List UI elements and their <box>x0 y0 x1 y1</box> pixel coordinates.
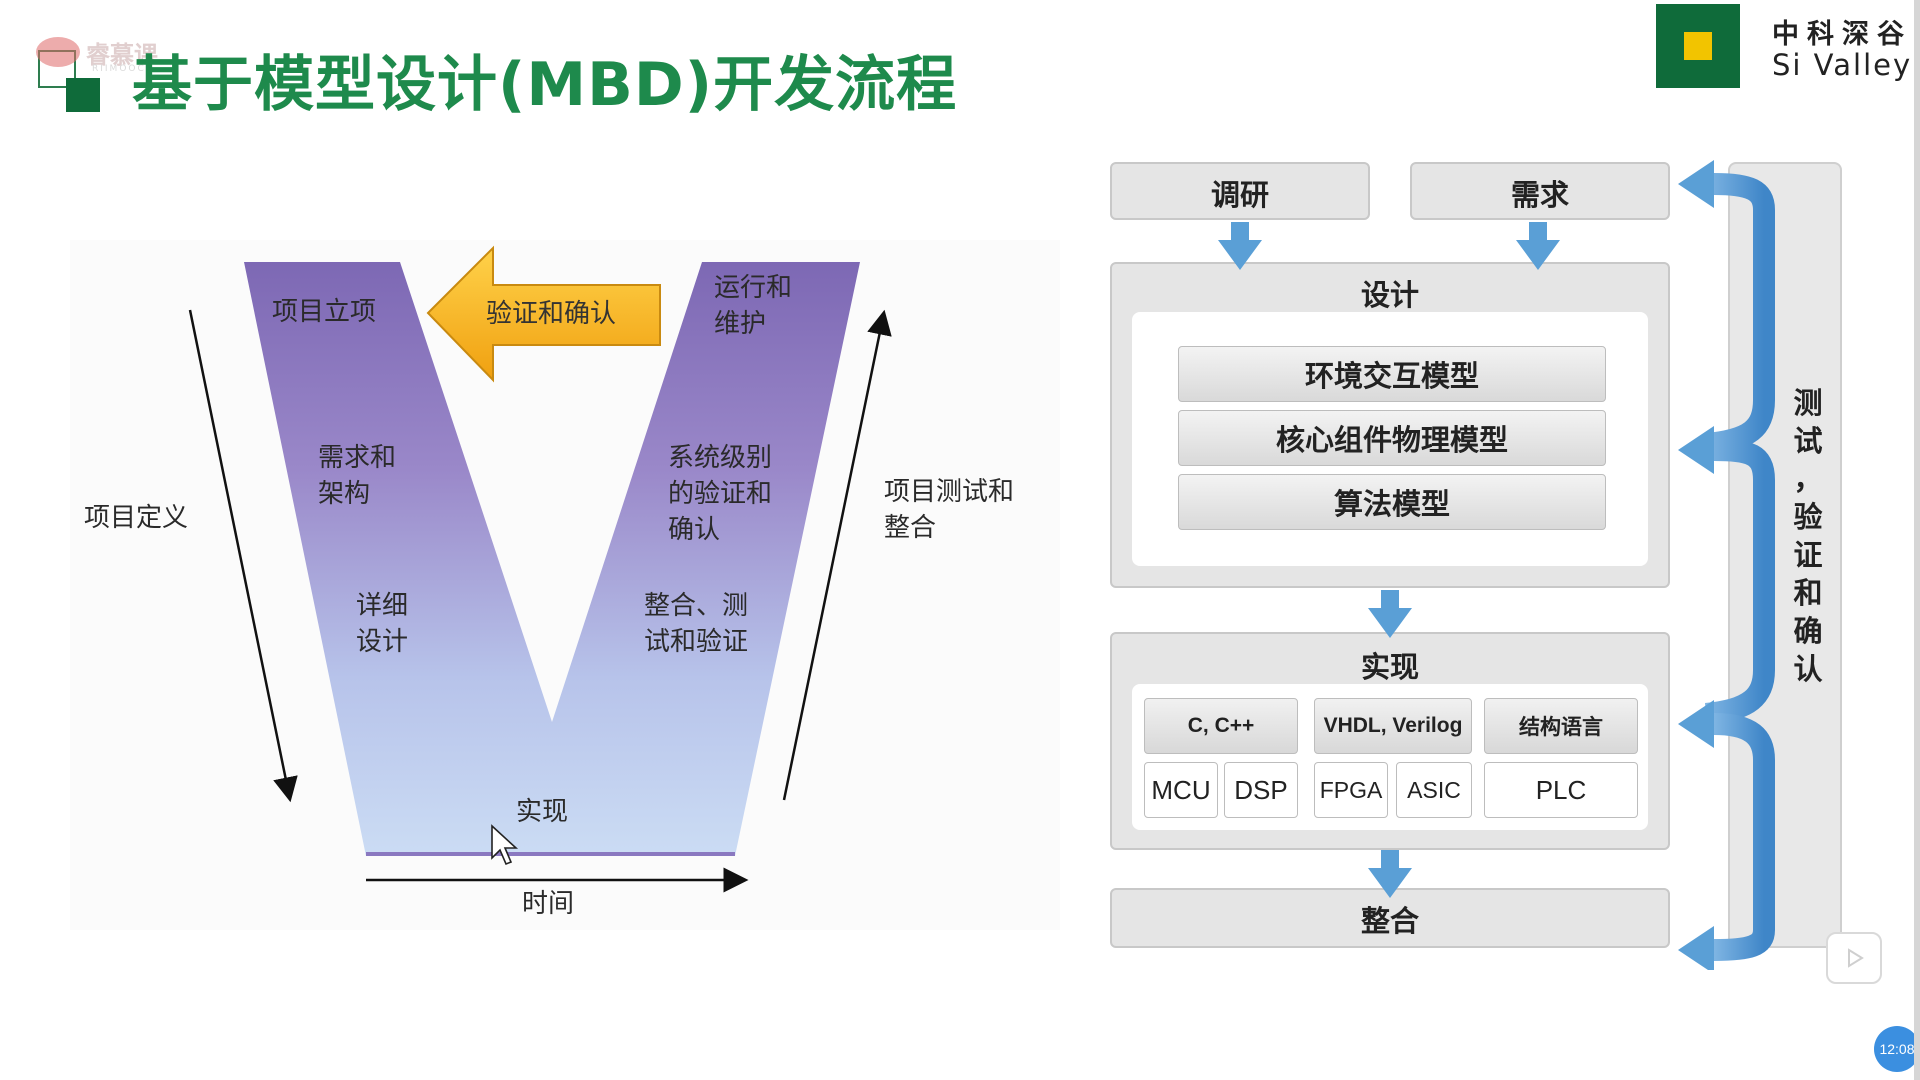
axis-right-label: 项目测试和 整合 <box>884 474 1014 546</box>
play-button[interactable] <box>1826 932 1882 984</box>
stage-implementation: 实现 <box>516 797 569 827</box>
arrow-left-icon <box>1678 160 1714 208</box>
hw-dsp: DSP <box>1224 762 1298 818</box>
research-box <box>1110 162 1370 220</box>
stage-line: 维护 <box>714 309 767 339</box>
hw-mcu: MCU <box>1144 762 1218 818</box>
side-label-char: 测 <box>1793 386 1823 420</box>
stage-line: 系统级别 <box>668 443 773 473</box>
integration-label: 整合 <box>1360 904 1419 938</box>
research-label: 调研 <box>1210 178 1269 212</box>
hw-asic: ASIC <box>1396 762 1472 818</box>
stage-system-verification: 系统级别 的验证和 确认 <box>668 440 772 548</box>
feedback-curve <box>1704 173 1775 455</box>
stage-line: 运行和 <box>714 273 793 303</box>
axis-left-label: 项目定义 <box>84 503 189 533</box>
stage-line: 需求和 <box>318 443 397 473</box>
logo-block <box>1656 32 1684 60</box>
feedback-arrow-label: 验证和确认 <box>486 299 617 329</box>
stage-line: 架构 <box>318 479 371 509</box>
arrow-down-icon <box>1368 850 1412 898</box>
logo-block <box>1712 4 1740 32</box>
requirements-box <box>1410 162 1670 220</box>
arrow-left-icon <box>1678 426 1714 474</box>
logo-center-block <box>1684 32 1712 60</box>
lang-structured: 结构语言 <box>1484 698 1638 754</box>
side-label-char: 试 <box>1793 424 1823 458</box>
axis-right-arrow <box>782 309 892 801</box>
design-title: 设计 <box>1360 278 1419 312</box>
watermark-icon <box>36 37 80 67</box>
stage-requirements-architecture: 需求和 架构 <box>318 440 396 512</box>
stage-line: 详细 <box>356 591 409 621</box>
axis-right-label-line: 项目测试和 <box>884 477 1015 507</box>
feedback-curve <box>1713 713 1775 961</box>
feedback-arrow-left-icon <box>426 245 661 383</box>
watermark-subtext: RIIMOOC <box>92 64 146 74</box>
axis-bottom-label: 时间 <box>522 889 575 919</box>
mouse-cursor-icon <box>491 824 519 866</box>
lang-c-cpp: C, C++ <box>1144 698 1298 754</box>
verification-side-panel <box>1728 162 1842 948</box>
page-title: 基于模型设计(MBD)开发流程 <box>132 50 958 120</box>
play-icon <box>1848 948 1864 968</box>
stage-integration-test: 整合、测 试和验证 <box>644 588 748 660</box>
title-decoration-filled-square <box>66 78 100 112</box>
v-model-diagram <box>188 245 892 893</box>
hw-plc: PLC <box>1484 762 1638 818</box>
feedback-curve <box>1704 439 1775 725</box>
model-environment-interaction: 环境交互模型 <box>1178 346 1606 402</box>
company-name-cn: 中科深谷 <box>1772 19 1912 50</box>
axis-right-label-line: 整合 <box>884 513 937 543</box>
time-badge[interactable]: 12:08 <box>1874 1026 1920 1072</box>
side-label-char: ， <box>1793 462 1823 496</box>
stage-operation-maintenance: 运行和 维护 <box>714 270 792 342</box>
side-label-char: 认 <box>1793 652 1823 686</box>
stage-line: 确认 <box>668 515 721 545</box>
logo-block <box>1656 60 1684 88</box>
model-algorithm: 算法模型 <box>1178 474 1606 530</box>
logo-block <box>1712 60 1740 88</box>
arrow-down-icon <box>1516 222 1560 270</box>
axis-left-arrow <box>188 309 298 803</box>
stage-line: 试和验证 <box>644 627 749 657</box>
stage-detailed-design: 详细 设计 <box>356 588 408 660</box>
arrow-down-icon <box>1368 590 1412 638</box>
hw-fpga: FPGA <box>1314 762 1388 818</box>
implementation-title: 实现 <box>1360 650 1419 684</box>
stage-project-initiation: 项目立项 <box>272 294 376 330</box>
arrow-left-icon <box>1678 700 1714 748</box>
side-label-char: 验 <box>1793 500 1823 534</box>
v-shape <box>244 262 860 856</box>
requirements-label: 需求 <box>1510 178 1569 212</box>
side-label-char: 确 <box>1793 614 1823 648</box>
stage-line: 设计 <box>356 627 409 657</box>
flow-arrows <box>1218 160 1775 970</box>
window-edge <box>1914 0 1920 1080</box>
logo-block <box>1684 60 1712 88</box>
stage-line: 项目立项 <box>272 297 377 327</box>
watermark-text: 睿慕课 <box>86 40 158 69</box>
stage-line: 整合、测 <box>644 591 749 621</box>
logo-block <box>1712 32 1740 60</box>
side-label-char: 和 <box>1793 576 1823 610</box>
verification-side-label: 测 试 ， 验 证 和 确 认 <box>1788 384 1828 688</box>
watermark-logo: 睿慕课 RIIMOOC <box>36 36 158 74</box>
company-logo-icon <box>1656 4 1740 88</box>
side-label-char: 证 <box>1793 538 1823 572</box>
stage-line: 的验证和 <box>668 479 773 509</box>
lang-vhdl-verilog: VHDL, Verilog <box>1314 698 1472 754</box>
arrow-left-icon <box>1678 926 1714 970</box>
logo-block <box>1684 4 1712 32</box>
model-core-component-physics: 核心组件物理模型 <box>1178 410 1606 466</box>
arrow-down-icon <box>1218 222 1262 270</box>
logo-block <box>1656 4 1684 32</box>
company-name-en: Si Valley <box>1772 48 1913 82</box>
